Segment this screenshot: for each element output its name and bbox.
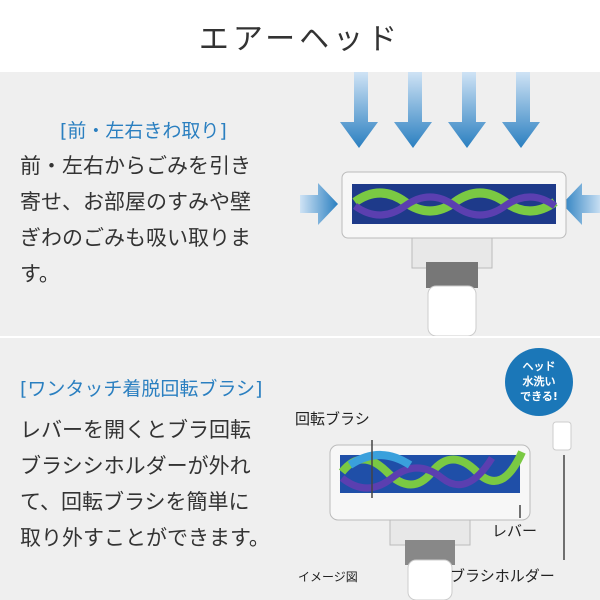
section1-heading: [前・左右きわ取り] [60, 120, 227, 142]
page-title: エアーヘッド [198, 22, 402, 57]
brush-head-illustration [329, 421, 572, 600]
arrow-down-icons [340, 72, 540, 148]
label-rotating-brush: 回転ブラシ [295, 410, 370, 428]
arrow-right-icon [300, 183, 338, 225]
washable-badge: ヘッド 水洗い できる! [505, 348, 573, 416]
section1-body: 前・左右からごみを引き 寄せ、お部屋のすみや壁 ぎわのごみも吸い取りま す。 [20, 154, 251, 286]
label-brush-holder: ブラシホルダー [450, 567, 555, 585]
section2-body: レバーを開くとブラ回転 ブラシシホルダーが外れ て、回転ブラシを簡単に 取り外す… [20, 418, 270, 550]
image-note: イメージ図 [298, 570, 358, 584]
section2-heading: [ワンタッチ着脱回転ブラシ] [20, 378, 263, 400]
air-head-illustration [300, 72, 600, 336]
arrow-left-icon [562, 183, 600, 225]
label-lever: レバー [492, 522, 538, 540]
